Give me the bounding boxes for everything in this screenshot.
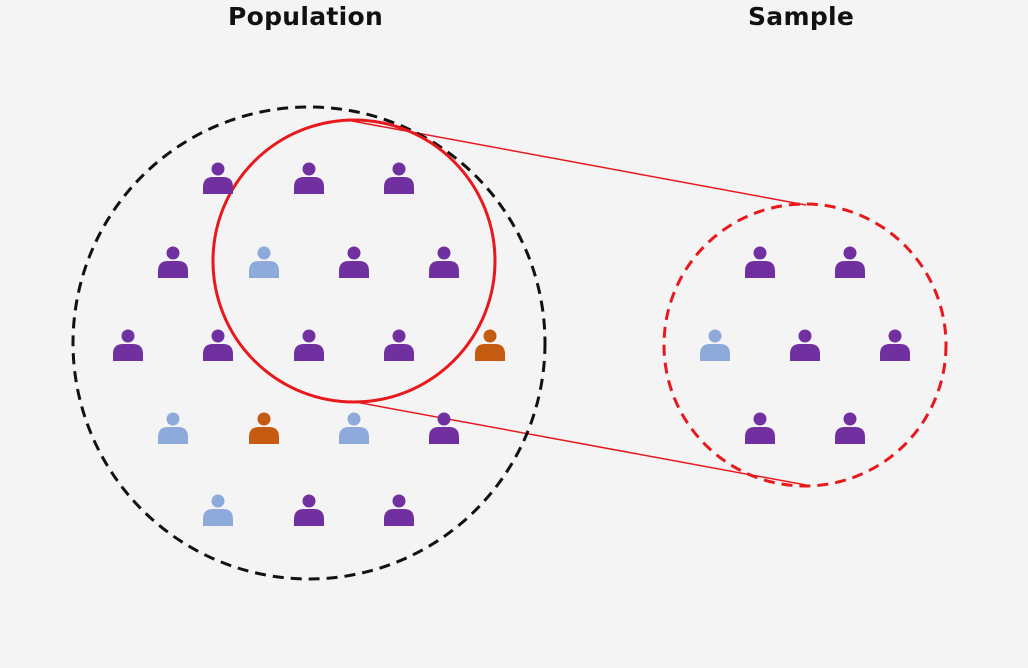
person-icon	[339, 246, 369, 278]
person-icon	[835, 246, 865, 278]
connector-line-top	[351, 120, 807, 206]
population-title: Population	[228, 2, 384, 31]
population-boundary	[71, 105, 547, 581]
person-icon	[835, 412, 865, 444]
person-icon	[294, 494, 324, 526]
sample-title: Sample	[748, 2, 855, 31]
person-icon	[790, 329, 820, 361]
person-icon	[429, 246, 459, 278]
person-icon	[294, 162, 324, 194]
population-people	[113, 162, 505, 526]
connector-lines	[349, 120, 807, 486]
person-icon	[203, 494, 233, 526]
sample-people	[700, 246, 910, 444]
connector-line-bottom	[349, 400, 807, 486]
person-icon	[249, 412, 279, 444]
person-icon	[113, 329, 143, 361]
person-icon	[745, 246, 775, 278]
selection-circle	[211, 118, 497, 404]
person-icon	[158, 412, 188, 444]
person-icon	[745, 412, 775, 444]
person-icon	[384, 329, 414, 361]
person-icon	[203, 329, 233, 361]
person-icon	[158, 246, 188, 278]
sample-boundary	[662, 202, 948, 488]
person-icon	[700, 329, 730, 361]
person-icon	[475, 329, 505, 361]
person-icon	[384, 162, 414, 194]
person-icon	[339, 412, 369, 444]
person-icon	[249, 246, 279, 278]
person-icon	[384, 494, 414, 526]
person-icon	[880, 329, 910, 361]
person-icon	[429, 412, 459, 444]
person-icon	[203, 162, 233, 194]
person-icon	[294, 329, 324, 361]
